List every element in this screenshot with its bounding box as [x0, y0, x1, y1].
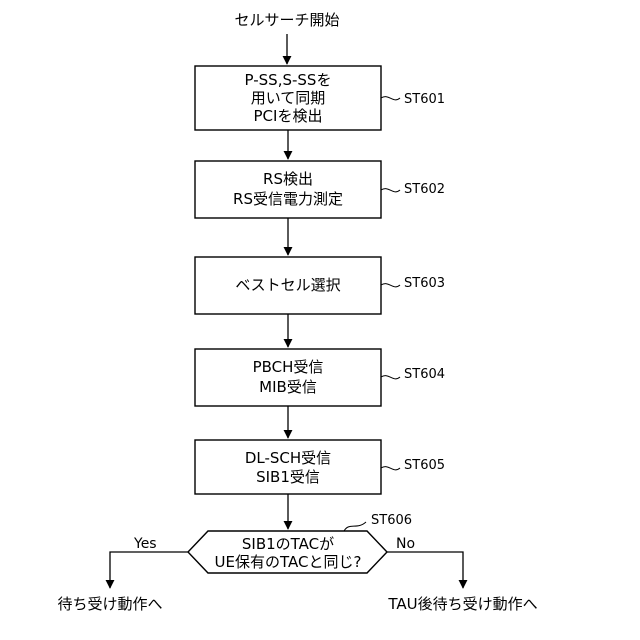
st605-line-1: DL-SCH受信: [245, 449, 331, 467]
st603-leader-line: [381, 284, 400, 287]
st604-line-1: PBCH受信: [253, 358, 324, 376]
end-yes-label: 待ち受け動作へ: [57, 595, 162, 613]
connector-no-branch: [387, 552, 463, 588]
st601-leader-line: [381, 97, 400, 100]
st601-ref-label: ST601: [404, 92, 445, 107]
st604-ref-label: ST604: [404, 367, 445, 382]
st602-ref-label: ST602: [404, 182, 445, 197]
st606-leader-line: [344, 522, 366, 531]
st601-line-2: 用いて同期: [251, 89, 326, 107]
no-branch-label: No: [396, 536, 415, 552]
st605-ref-label: ST605: [404, 458, 445, 473]
decision-line-2: UE保有のTACと同じ?: [215, 553, 362, 571]
st604-line-2: MIB受信: [259, 378, 317, 396]
yes-branch-label: Yes: [133, 536, 157, 552]
st601-line-1: P-SS,S-SSを: [245, 71, 332, 89]
st603-ref-label: ST603: [404, 276, 445, 291]
start-label: セルサーチ開始: [234, 11, 339, 29]
st605-line-2: SIB1受信: [256, 468, 320, 486]
st601-line-3: PCIを検出: [254, 107, 323, 125]
connector-yes-branch: [110, 552, 188, 588]
end-no-label: TAU後待ち受け動作へ: [387, 595, 537, 613]
decision-line-1: SIB1のTACが: [242, 535, 334, 553]
st602-line-1: RS検出: [263, 170, 313, 188]
st603-line-1: ベストセル選択: [235, 276, 340, 294]
st602-line-2: RS受信電力測定: [233, 190, 343, 208]
st606-ref-label: ST606: [371, 513, 412, 528]
st604-leader-line: [381, 376, 400, 379]
st602-leader-line: [381, 189, 400, 192]
st605-leader-line: [381, 467, 400, 470]
